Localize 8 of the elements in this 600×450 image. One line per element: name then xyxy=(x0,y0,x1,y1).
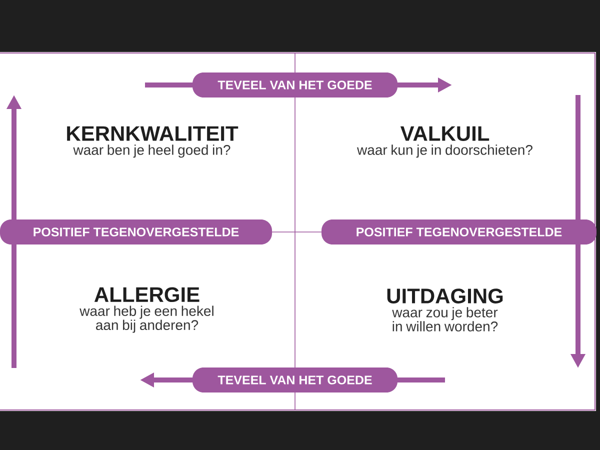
quadrant-text: UITDAGING waar zou je beter in willen worden? xyxy=(387,288,503,332)
edge-label: POSITIEF TEGENOVERGESTELDE xyxy=(322,220,596,244)
edge-label: TEVEEL VAN HET GOEDE xyxy=(192,72,398,98)
edge-label: POSITIEF TEGENOVERGESTELDE xyxy=(0,220,272,244)
quadrant-text: VALKUIL waar kun je in doorschieten? xyxy=(357,126,532,158)
edge-label: TEVEEL VAN HET GOEDE xyxy=(192,368,398,392)
quadrant-text: KERNKWALITEIT waar ben je heel goed in? xyxy=(67,126,238,158)
quadrant-text: ALLERGIE waar heb je een hekel aan bij anderen? xyxy=(80,287,214,333)
